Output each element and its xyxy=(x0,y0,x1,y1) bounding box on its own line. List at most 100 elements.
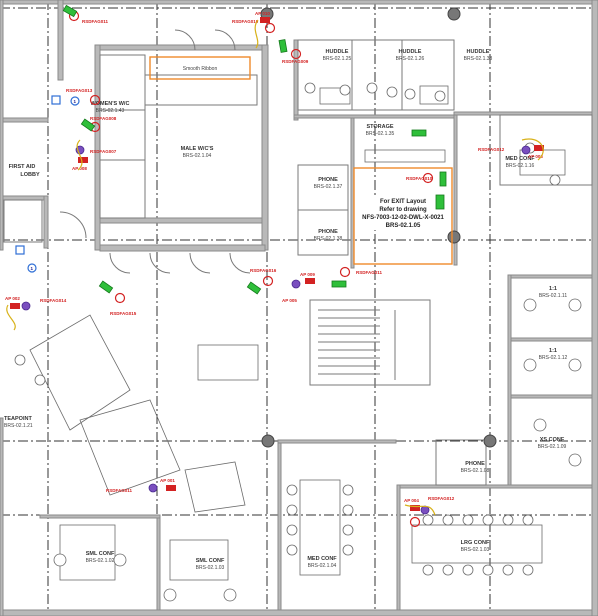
room-lobby: LOBBY xyxy=(20,172,40,178)
device-tag-11: RSDFAG010 xyxy=(406,176,433,181)
exit-note-line-1: For EXIT Layout xyxy=(380,199,426,205)
device-symbol xyxy=(290,48,302,60)
sensor-symbol xyxy=(148,483,158,493)
room-sml-conf-b: SML CONF xyxy=(196,558,225,564)
exit-sign xyxy=(278,39,288,53)
access-point-5: AP 003 xyxy=(528,154,543,159)
unit-box xyxy=(51,95,61,105)
access-point-box xyxy=(10,303,20,309)
room-med-conf-top-code: BRS-02.1.16 xyxy=(506,163,535,169)
exit-sign xyxy=(435,194,445,210)
exit-sign xyxy=(98,280,114,294)
room-touchpoint-code: BRS-02.1.21 xyxy=(4,423,33,429)
sensor-symbol xyxy=(291,279,301,289)
room-huddle-2: HUDDLE xyxy=(399,49,422,55)
room-med-conf-bottom-code: BRS-02.1.04 xyxy=(308,563,337,569)
room-huddle-3: HUDDLE xyxy=(467,49,490,55)
room-huddle-1-code: BRS-02.1.25 xyxy=(323,56,352,62)
access-point-1: AP 010 xyxy=(255,11,270,16)
device-tag-4: RSDFAG013 xyxy=(66,88,93,93)
room-xs-conf-code: BRS-02.1.09 xyxy=(538,444,567,450)
device-symbol xyxy=(339,266,351,278)
access-point-box xyxy=(305,278,315,284)
access-point-8: AP 005 xyxy=(282,298,297,303)
access-point-box xyxy=(78,157,88,163)
room-wc-women: WOMEN'S W/C xyxy=(91,101,130,107)
unit-symbol xyxy=(70,96,80,106)
unit-number: 1 xyxy=(74,99,77,104)
room-labels: HUDDLE BRS-02.1.25 HUDDLE BRS-02.1.26 HU… xyxy=(4,49,568,571)
device-tag-13: RSDFAG011 xyxy=(106,488,133,493)
device-tag-2: RSDFAG010 xyxy=(232,19,259,24)
device-symbol xyxy=(409,516,421,528)
room-xs-conf: XS CONF xyxy=(540,437,565,443)
room-lrg-conf-code: BRS-02.1.03 xyxy=(461,547,490,553)
access-point-box xyxy=(410,505,420,511)
room-lrg-conf: LRG CONF xyxy=(461,540,490,546)
room-touchpoint: TEAPOINT xyxy=(4,416,32,422)
device-symbol xyxy=(264,22,276,34)
device-symbol xyxy=(89,94,101,106)
exit-note-line-2: Refer to drawing xyxy=(379,207,427,213)
interior-partitions xyxy=(3,29,593,486)
exit-sign xyxy=(62,4,78,18)
exit-sign xyxy=(331,280,347,288)
room-wc-men-code: BRS-02.1.04 xyxy=(183,153,212,159)
device-tag-10: RSDFAG011 xyxy=(356,270,383,275)
room-first-aid: FIRST AID xyxy=(9,164,36,170)
device-symbol xyxy=(114,292,126,304)
access-point-box xyxy=(260,17,270,23)
room-wc-women-code: BRS-02.1.43 xyxy=(96,108,125,114)
sensor-symbol xyxy=(521,145,531,155)
room-1to1-a-code: BRS-02.1.11 xyxy=(539,293,567,299)
device-tag-3: RSDFAG009 xyxy=(282,59,309,64)
hatched-zone-exit: For EXIT Layout Refer to drawing NFS-700… xyxy=(353,167,453,265)
room-med-conf-top: MED CONF xyxy=(505,156,535,162)
room-med-conf-bottom: MED CONF xyxy=(307,556,337,562)
room-wc-men: MALE W/C'S xyxy=(181,146,214,152)
access-point-6: AP 001 xyxy=(160,478,175,483)
device-tag-1: RSDFAG011 xyxy=(82,19,109,24)
cable-run xyxy=(404,504,436,516)
unit-symbol xyxy=(27,263,37,273)
exit-note-line-4: BRS-02.1.05 xyxy=(386,223,421,229)
room-sml-conf-a: SML CONF xyxy=(86,551,115,557)
exit-sign xyxy=(80,118,96,132)
unit-box xyxy=(15,245,25,255)
room-phone-1-code: BRS-02.1.37 xyxy=(314,184,343,190)
exit-sign xyxy=(439,171,447,187)
room-storage-code: BRS-02.1.35 xyxy=(366,131,395,137)
hatched-zone-ribbon: Smooth Ribbon xyxy=(149,56,251,80)
access-point-7: AP 004 xyxy=(404,498,419,503)
ribbon-label: Smooth Ribbon xyxy=(183,66,218,72)
cable-run xyxy=(6,304,16,331)
device-tag-7: RSDFAG014 xyxy=(40,298,67,303)
device-tag-6: RSDFAG007 xyxy=(90,149,117,154)
room-phone-3-code: BRS-02.1.08 xyxy=(461,468,490,474)
sensor-symbol xyxy=(21,301,31,311)
exit-note-line-3: NFS-7003-12-02-DWL-X-0021 xyxy=(362,215,444,221)
room-huddle-1: HUDDLE xyxy=(326,49,349,55)
device-tag-12: RSDFAG012 xyxy=(478,147,505,152)
room-huddle-2-code: BRS-02.1.26 xyxy=(396,56,425,62)
exit-sign xyxy=(246,281,262,295)
room-1to1-b: 1:1 xyxy=(549,348,557,354)
room-sml-conf-a-code: BRS-02.1.02 xyxy=(86,558,115,564)
furniture xyxy=(14,82,582,602)
room-phone-2: PHONE xyxy=(318,229,338,235)
room-1to1-a: 1:1 xyxy=(549,286,557,292)
access-point-box xyxy=(166,485,176,491)
room-sml-conf-b-code: BRS-02.1.03 xyxy=(196,565,225,571)
cable-run xyxy=(76,139,83,171)
room-huddle-3-code: BRS-02.1.33 xyxy=(464,56,493,62)
access-point-box xyxy=(534,145,544,151)
room-storage: STORAGE xyxy=(366,124,393,130)
room-phone-2-code: BRS-02.1.38 xyxy=(314,236,343,242)
room-phone-3: PHONE xyxy=(465,461,485,467)
access-point-3: AP 009 xyxy=(300,272,315,277)
cable-run xyxy=(254,19,259,49)
device-tag-9: RSDFAG016 xyxy=(250,268,277,273)
device-symbol xyxy=(422,172,434,184)
